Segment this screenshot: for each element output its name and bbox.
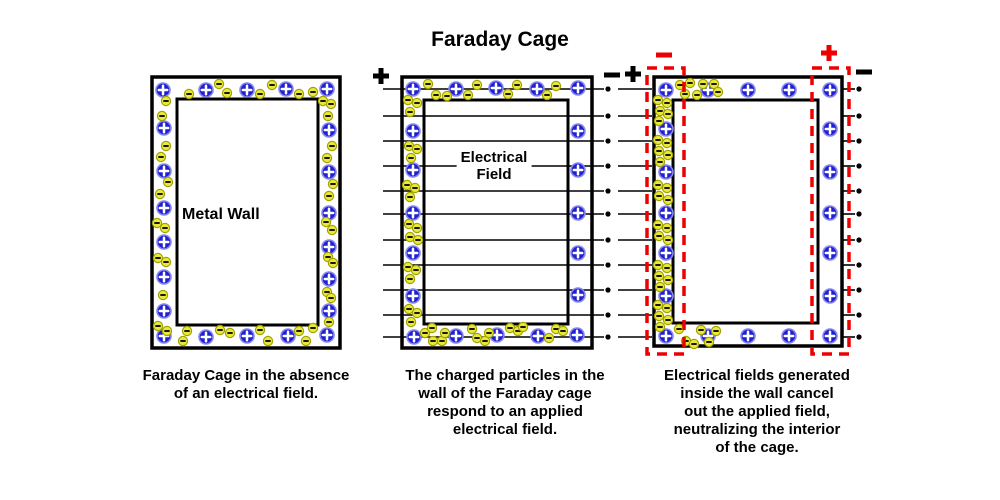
caption-canceled-field: Electrical fields generated inside the w… bbox=[664, 367, 850, 456]
field-arrowhead bbox=[605, 312, 611, 318]
field-arrowhead bbox=[605, 262, 611, 268]
field-arrowhead bbox=[605, 211, 611, 217]
field-arrowhead bbox=[856, 188, 862, 194]
metal-wall-label: Metal Wall bbox=[182, 206, 260, 223]
field-arrowhead bbox=[605, 138, 611, 144]
cage-inner-wall bbox=[422, 98, 570, 326]
field-arrowhead bbox=[605, 287, 611, 293]
figure-title: Faraday Cage bbox=[431, 28, 569, 51]
field-arrowhead bbox=[856, 211, 862, 217]
field-arrowhead bbox=[856, 334, 862, 340]
field-arrowhead bbox=[605, 86, 611, 92]
field-arrowhead bbox=[605, 163, 611, 169]
field-arrowhead bbox=[605, 188, 611, 194]
field-arrowhead bbox=[605, 237, 611, 243]
cage-outer-wall bbox=[652, 75, 844, 348]
red-dashed-box bbox=[810, 66, 851, 356]
cage-inner-wall bbox=[175, 97, 320, 327]
red-dashed-box bbox=[645, 66, 686, 356]
cage-inner-wall bbox=[671, 98, 820, 325]
field-arrowhead bbox=[856, 237, 862, 243]
field-arrowhead bbox=[605, 113, 611, 119]
cage-outer-wall bbox=[150, 75, 342, 350]
cage-outer-wall bbox=[400, 75, 594, 350]
field-arrowhead bbox=[856, 113, 862, 119]
caption-no-field: Faraday Cage in the absence of an electr… bbox=[142, 367, 350, 402]
field-arrowhead bbox=[856, 138, 862, 144]
field-arrowhead bbox=[856, 312, 862, 318]
field-arrowhead bbox=[856, 163, 862, 169]
field-arrowhead bbox=[856, 262, 862, 268]
caption-applied-field: The charged particles in the wall of the… bbox=[405, 367, 605, 438]
field-arrowhead bbox=[605, 334, 611, 340]
field-arrowhead bbox=[856, 86, 862, 92]
field-arrowhead bbox=[856, 287, 862, 293]
electrical-field-label: Electrical Field bbox=[456, 149, 532, 183]
